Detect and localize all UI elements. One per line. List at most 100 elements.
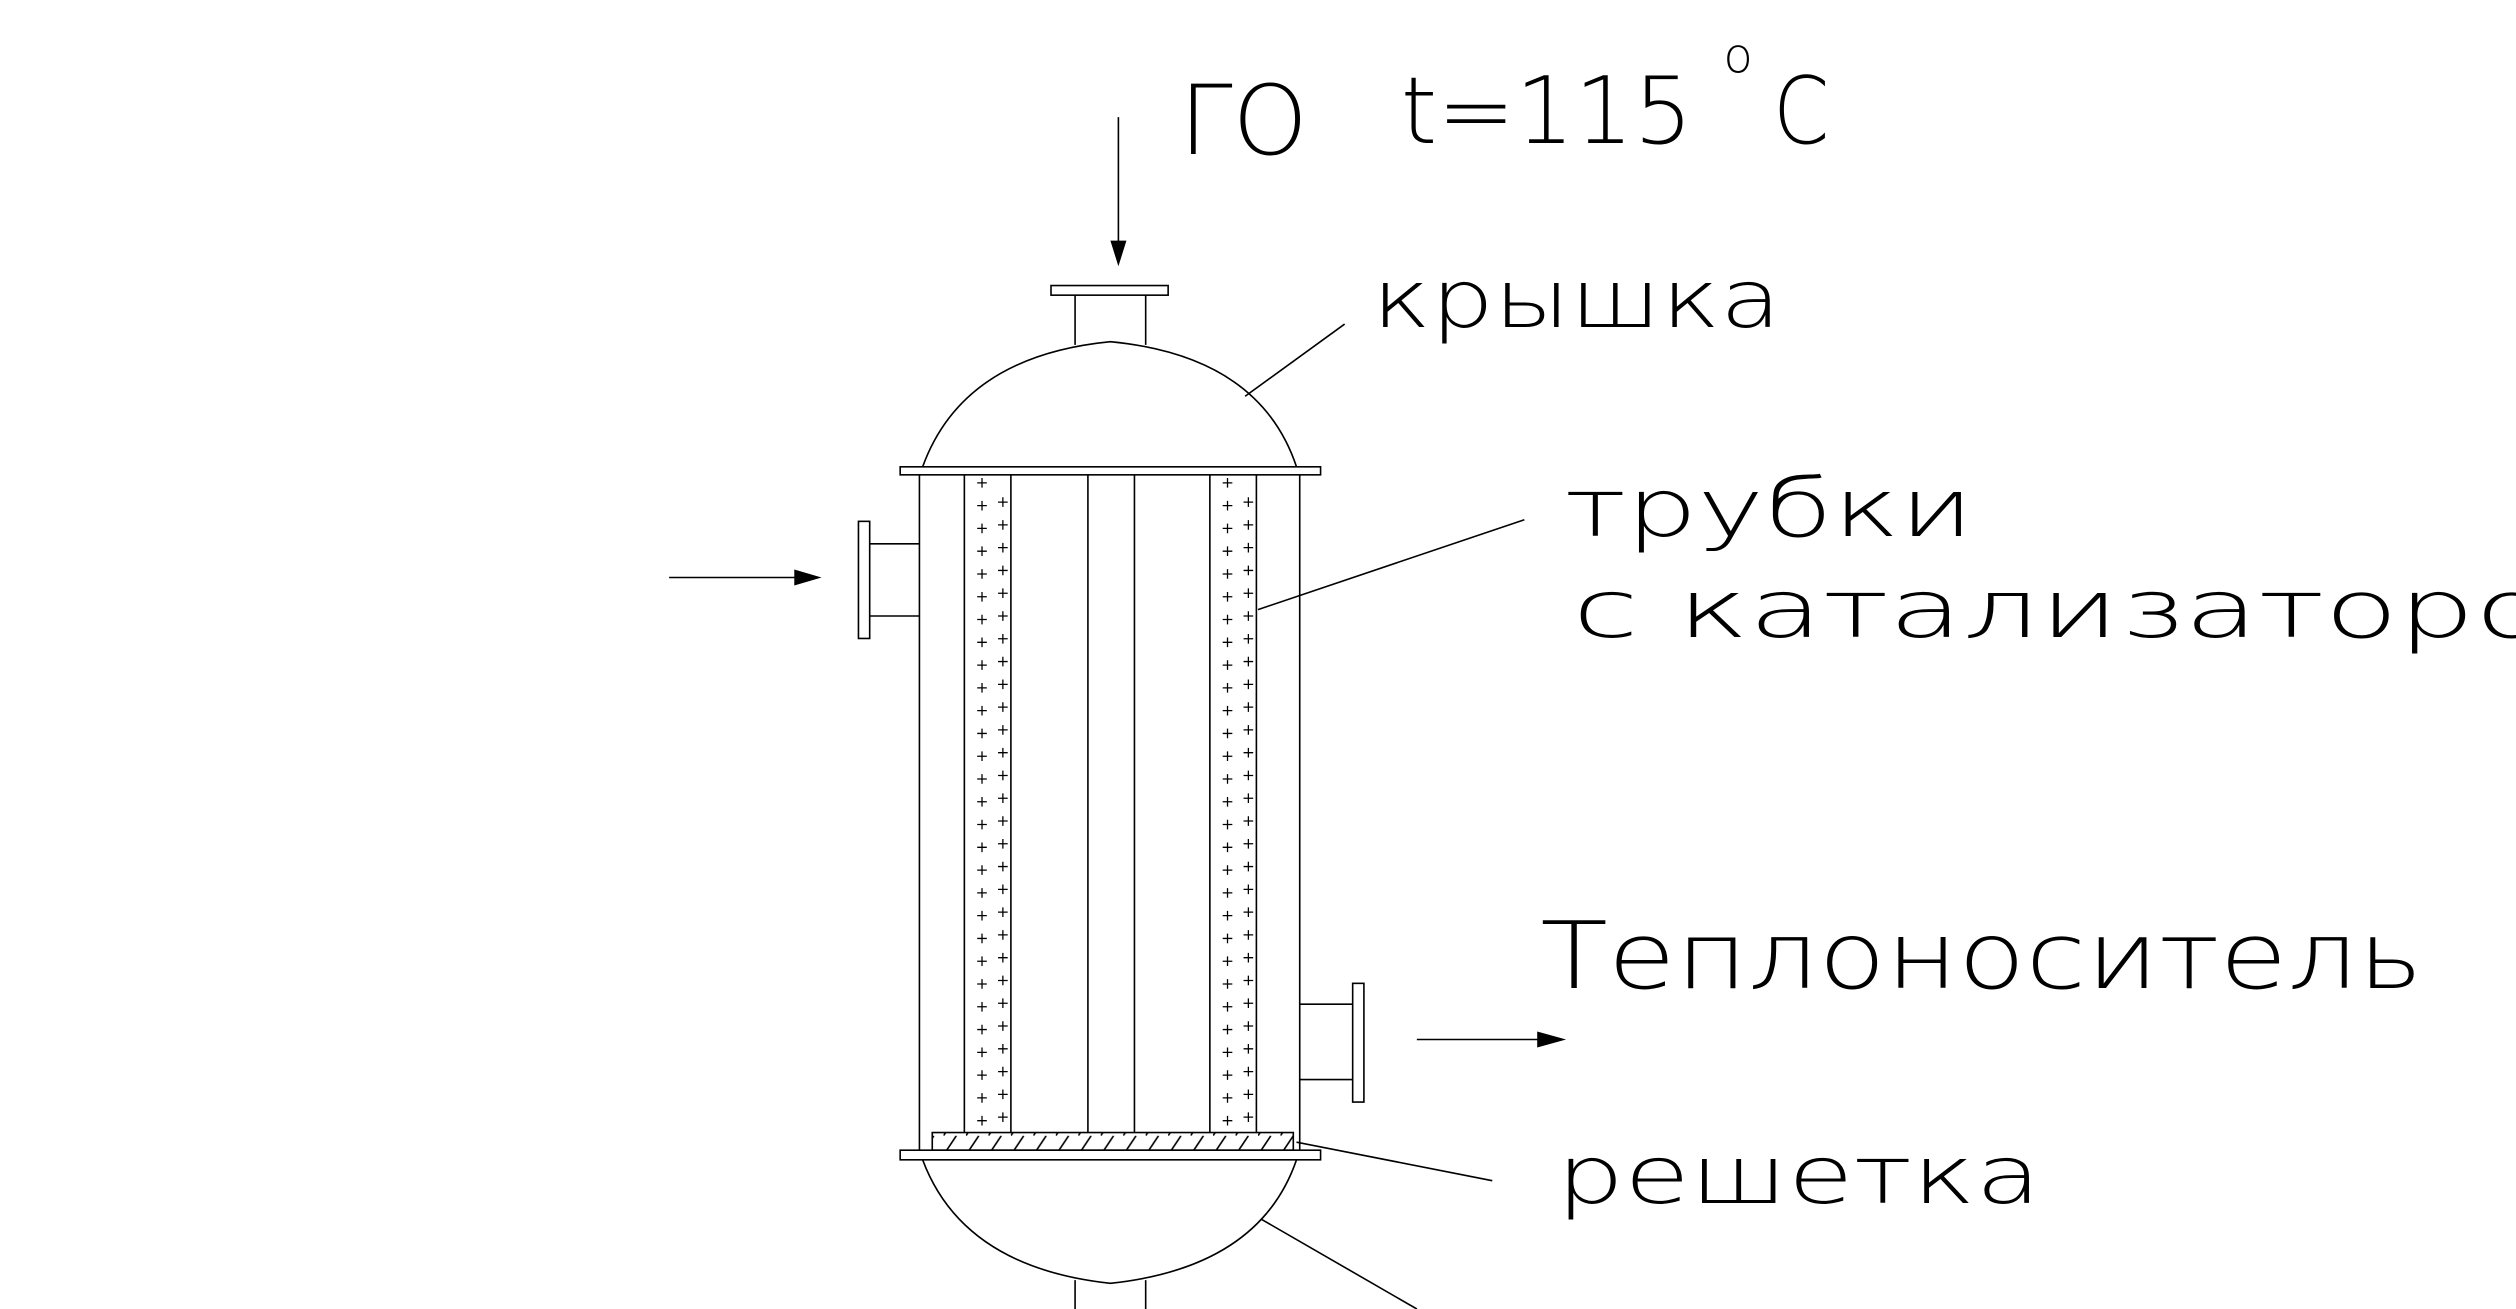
top-flange (899, 466, 1322, 476)
catalyst-mark (1243, 816, 1254, 826)
catalyst-mark (977, 705, 987, 716)
catalyst-mark (1243, 542, 1254, 553)
catalyst-mark (998, 861, 1008, 872)
catalyst-packing-marks (977, 478, 1254, 1126)
catalyst-mark (1222, 774, 1233, 784)
top-nozzle (1050, 284, 1169, 345)
catalyst-mark (1222, 683, 1233, 693)
catalyst-mark (977, 569, 987, 579)
catalyst-mark (998, 1112, 1008, 1122)
catalyst-mark (977, 979, 987, 989)
catalyst-mark (977, 796, 987, 807)
catalyst-mark (998, 930, 1008, 940)
catalyst-mark (998, 793, 1008, 804)
temperature-degree-mark: o (1723, 28, 1752, 84)
catalyst-mark (1222, 933, 1233, 944)
catalyst-mark (977, 614, 987, 625)
grid-label: решетка (1556, 1129, 2041, 1222)
top-inlet-arrow (1110, 117, 1127, 267)
catalyst-mark (1222, 796, 1233, 807)
catalyst-mark (1243, 838, 1254, 849)
catalyst-mark (998, 1089, 1008, 1100)
cover-label: крышка (1372, 253, 1781, 346)
catalyst-mark (998, 816, 1008, 826)
catalyst-mark (1243, 930, 1254, 940)
catalyst-mark (1222, 910, 1233, 921)
side-outlet-nozzle (1299, 982, 1365, 1103)
catalyst-mark (1243, 975, 1254, 986)
catalyst-mark (1222, 956, 1233, 967)
catalyst-mark (1222, 1047, 1233, 1058)
catalyst-mark (977, 500, 987, 511)
catalyst-mark (977, 774, 987, 784)
temperature-unit: C (1773, 57, 1829, 165)
catalyst-mark (1222, 979, 1233, 989)
catalyst-mark (1243, 520, 1254, 530)
leader-cover (1244, 323, 1346, 397)
catalyst-mark (998, 656, 1008, 667)
catalyst-mark (998, 520, 1008, 530)
catalyst-mark (998, 679, 1008, 690)
catalyst-mark (1222, 591, 1233, 602)
catalyst-mark (977, 888, 987, 898)
catalyst-mark (977, 1047, 987, 1058)
catalyst-mark (998, 633, 1008, 644)
catalyst-mark (998, 702, 1008, 712)
catalyst-mark (977, 819, 987, 830)
bottom-nozzle (1074, 1280, 1147, 1309)
catalyst-mark (1243, 861, 1254, 872)
catalyst-mark (1243, 907, 1254, 917)
side-outlet-arrow (1416, 1031, 1567, 1048)
catalyst-mark (1243, 884, 1254, 895)
catalyst-mark (1222, 888, 1233, 898)
catalyst-mark (998, 907, 1008, 917)
catalyst-mark (977, 1024, 987, 1035)
catalyst-mark (1243, 1043, 1254, 1054)
catalyst-tube (963, 474, 1012, 1133)
catalyst-mark (998, 975, 1008, 986)
catalyst-mark (1222, 546, 1233, 557)
top-cover (921, 340, 1298, 468)
catalyst-mark (977, 751, 987, 762)
catalyst-mark (1243, 1021, 1254, 1031)
catalyst-mark (1222, 842, 1233, 853)
catalyst-mark (998, 725, 1008, 735)
catalyst-mark (1222, 569, 1233, 579)
catalyst-mark (977, 1070, 987, 1080)
catalyst-mark (1222, 705, 1233, 716)
catalyst-mark (977, 478, 987, 488)
catalyst-mark (1222, 1070, 1233, 1080)
catalyst-mark (1243, 633, 1254, 644)
catalyst-tube (1087, 474, 1136, 1133)
catalyst-mark (1222, 865, 1233, 875)
catalyst-mark (977, 637, 987, 648)
catalyst-mark (998, 747, 1008, 758)
catalyst-mark (998, 884, 1008, 895)
catalyst-mark (998, 497, 1008, 507)
catalyst-mark (977, 1001, 987, 1012)
catalyst-mark (977, 956, 987, 967)
tubes-label-line2: с катализатором (1573, 563, 2516, 656)
catalyst-mark (1222, 478, 1233, 488)
side-inlet-arrow (669, 569, 822, 586)
catalyst-mark (998, 838, 1008, 849)
catalyst-mark (998, 998, 1008, 1009)
catalyst-mark (1243, 1112, 1254, 1122)
tubes-label-line1: трубки (1564, 462, 1973, 555)
catalyst-mark (977, 865, 987, 875)
inlet-temperature-label: t=115 (1401, 57, 1693, 165)
catalyst-mark (1222, 819, 1233, 830)
catalyst-mark (998, 770, 1008, 781)
catalyst-mark (1243, 565, 1254, 576)
catalyst-mark (998, 565, 1008, 576)
catalyst-tube (1209, 474, 1258, 1133)
side-inlet-nozzle (857, 520, 920, 640)
catalyst-mark (1222, 1001, 1233, 1012)
catalyst-mark (998, 588, 1008, 599)
catalyst-mark (977, 683, 987, 693)
catalyst-mark (1222, 728, 1233, 739)
catalyst-mark (1222, 751, 1233, 762)
catalyst-mark (1222, 500, 1233, 511)
catalyst-mark (998, 611, 1008, 621)
